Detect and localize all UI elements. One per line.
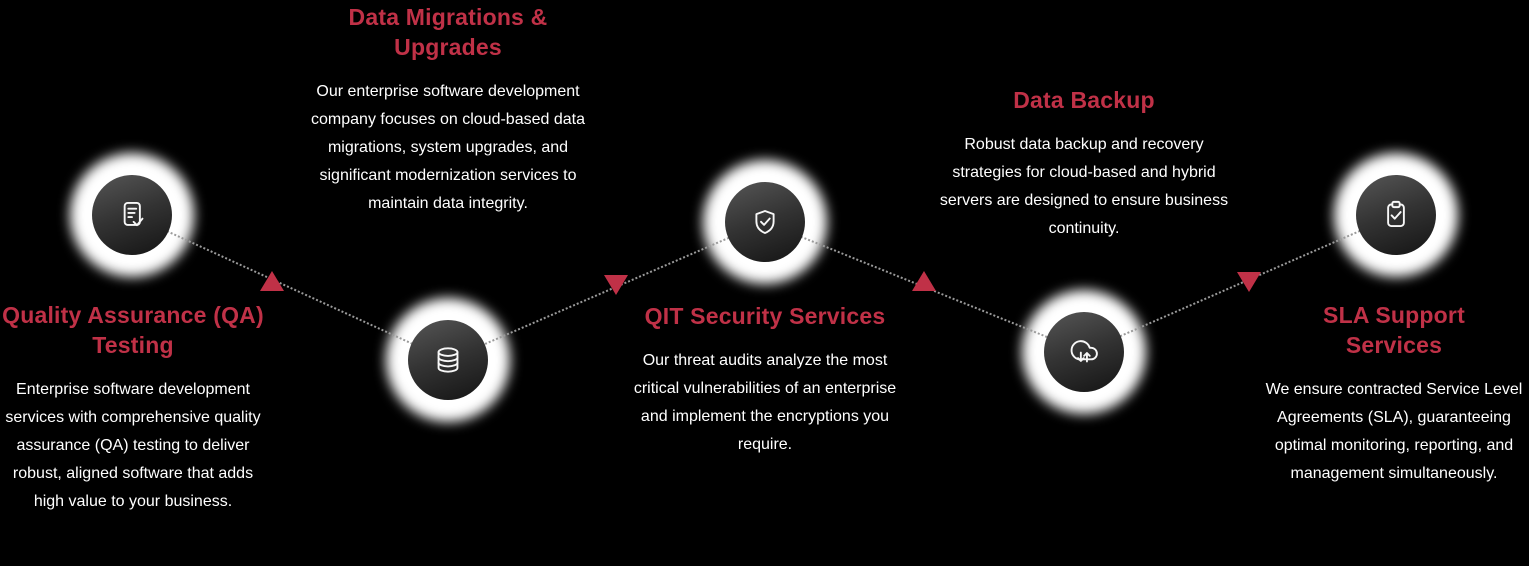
- node-disc: [92, 175, 172, 255]
- service-card-security-services: QIT Security Services Our threat audits …: [622, 301, 908, 459]
- service-title: Data Backup: [1013, 87, 1155, 113]
- service-title: Data Migrations & Upgrades: [348, 4, 548, 60]
- service-card-qa-testing: Quality Assurance (QA) Testing Enterpris…: [0, 300, 266, 516]
- node-disc: [1044, 312, 1124, 392]
- shield-check-icon: [755, 210, 775, 234]
- node-qa-testing: [66, 149, 198, 281]
- service-description: Enterprise software development services…: [5, 381, 261, 510]
- service-description: We ensure contracted Service Level Agree…: [1265, 381, 1523, 482]
- node-disc: [725, 182, 805, 262]
- service-title: Quality Assurance (QA) Testing: [2, 302, 264, 358]
- node-data-backup: [1018, 286, 1150, 418]
- cloud-sync-icon: [1070, 340, 1098, 363]
- node-data-migrations: [382, 294, 514, 426]
- database-icon: [437, 347, 459, 373]
- service-description: Our threat audits analyze the most criti…: [633, 352, 897, 453]
- service-title: SLA Support Services: [1323, 302, 1465, 358]
- flow-arrow-down-icon: [1237, 272, 1261, 292]
- service-description: Our enterprise software development comp…: [311, 83, 585, 212]
- node-security-services: [699, 156, 831, 288]
- document-check-icon: [123, 201, 144, 227]
- node-disc: [1356, 175, 1436, 255]
- flow-arrow-up-icon: [260, 271, 284, 291]
- clipboard-check-icon: [1387, 200, 1405, 227]
- flow-arrow-down-icon: [604, 275, 628, 295]
- service-card-sla-support: SLA Support Services We ensure contracte…: [1259, 300, 1529, 488]
- service-card-data-migrations: Data Migrations & Upgrades Our enterpris…: [310, 2, 586, 218]
- service-description: Robust data backup and recovery strategi…: [939, 136, 1229, 237]
- node-sla-support: [1330, 149, 1462, 281]
- service-title: QIT Security Services: [644, 303, 886, 329]
- flow-arrow-up-icon: [912, 271, 936, 291]
- node-disc: [408, 320, 488, 400]
- service-card-data-backup: Data Backup Robust data backup and recov…: [934, 85, 1234, 243]
